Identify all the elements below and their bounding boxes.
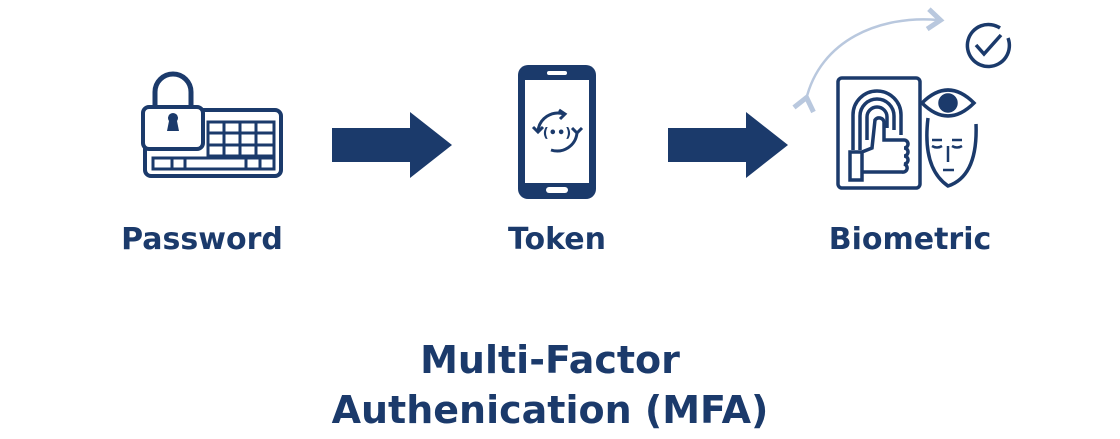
step-label-password: Password: [121, 222, 283, 257]
title-line-1: Multi-Factor: [420, 338, 680, 382]
arrow-right-icon: [668, 112, 788, 178]
lock-keyboard-icon: [141, 71, 283, 178]
check-circle-icon: [965, 22, 1012, 69]
step-label-token: Token: [508, 222, 606, 257]
phone-token-icon: (••): [518, 65, 596, 199]
step-label-biometric: Biometric: [828, 222, 992, 257]
cycle-arrow-icon: [792, 7, 945, 114]
fingerprint-face-icon: [836, 76, 978, 190]
title-line-2: Authenication (MFA): [331, 388, 769, 432]
svg-text:(••): (••): [543, 126, 572, 141]
arrow-right-icon: [332, 112, 452, 178]
